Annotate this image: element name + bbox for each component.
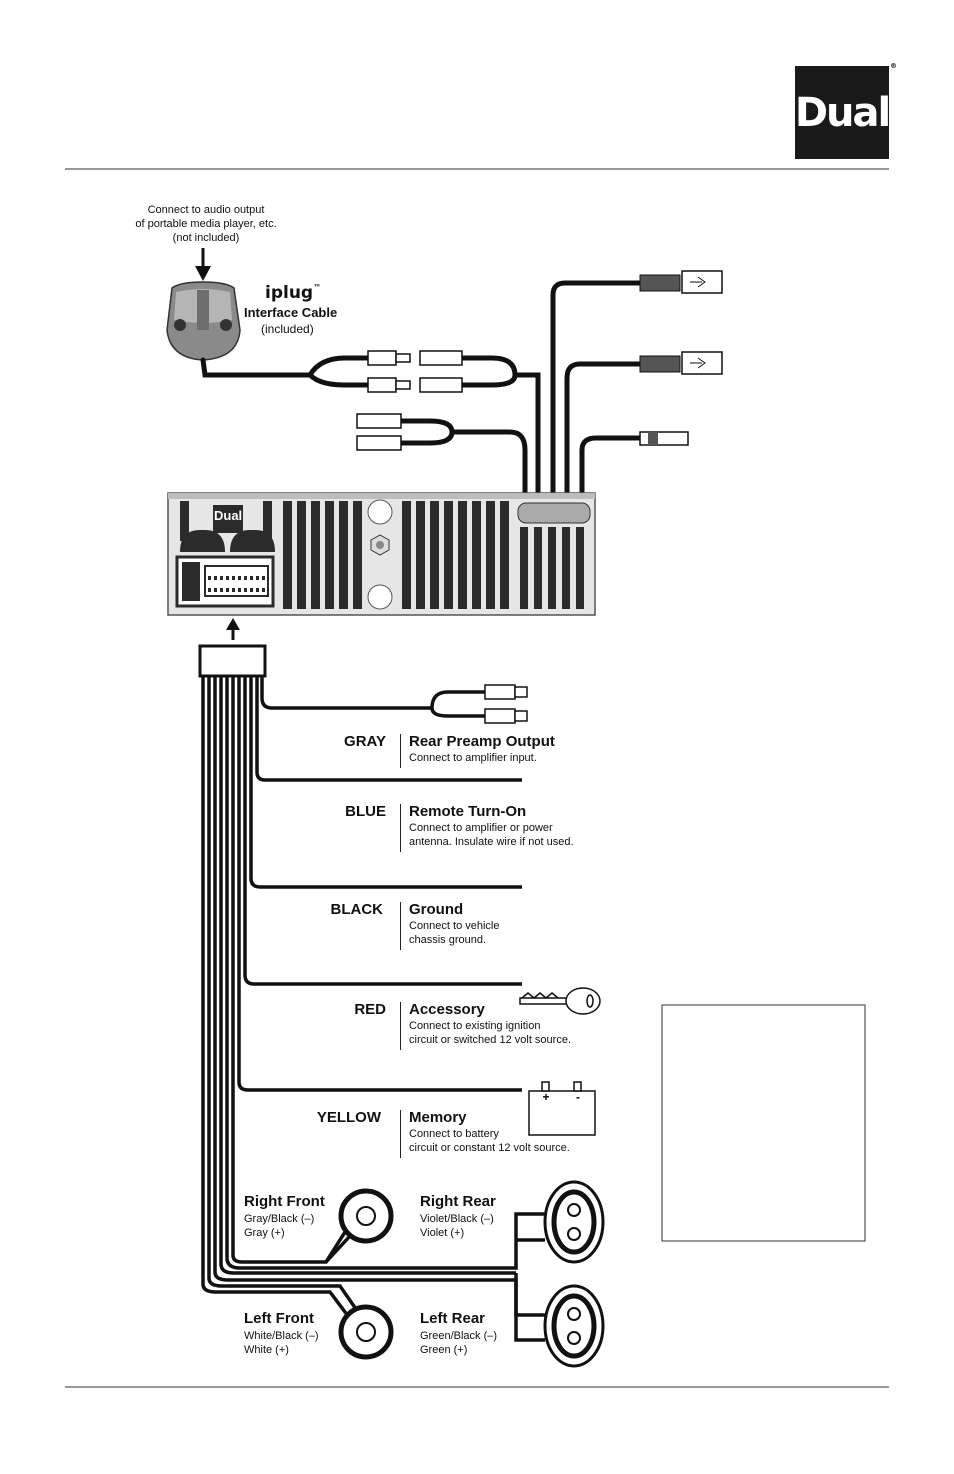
wire-title-ground: Ground [409,901,464,918]
iplug-logo: iplug™ [265,283,321,303]
ignition-key-icon [519,987,601,1015]
speaker-right-front [338,1188,394,1244]
speaker-left-front [338,1304,394,1360]
iplug-tm: ™ [313,283,322,292]
iplug-note-line2: of portable media player, etc. [135,218,277,230]
wire-color-black: BLACK [330,901,384,918]
wire-desc-memory-1: Connect to battery [409,1128,499,1140]
wire-title-rear-preamp: Rear Preamp Output [409,733,555,750]
wire-desc-ground-1: Connect to vehicle [409,920,500,932]
arrow-up-icon [226,618,240,640]
speaker-rr-pos: Violet (+) [420,1227,465,1239]
speaker-label-left-rear: Left Rear [420,1310,486,1327]
rear-preamp-jacks [484,684,528,724]
wire-title-remote: Remote Turn-On [409,803,527,820]
divider [400,1002,401,1050]
antenna-connectors [639,270,723,446]
wire-desc-ground-2: chassis ground. [409,934,487,946]
speaker-lr-pos: Green (+) [420,1344,468,1356]
wire-color-yellow: YELLOW [316,1109,381,1126]
iplug-note: Connect to audio output of portable medi… [106,203,306,245]
iplug-cable-note: (included) [261,322,314,336]
wire-color-red: RED [354,1001,386,1018]
iplug-logo-text: iplug [265,283,314,303]
wire-title-accessory: Accessory [409,1001,485,1018]
speaker-rf-neg: Gray/Black (–) [244,1213,315,1225]
divider [400,804,401,852]
upper-cables [550,280,640,510]
note-box [661,1004,866,1242]
front-preamp-cable [400,418,528,510]
speaker-rf-pos: Gray (+) [244,1227,285,1239]
dual-logo: Dual ® [794,62,897,159]
wire-desc-remote-2: antenna. Insulate wire if not used. [409,836,574,848]
speaker-label-right-rear: Right Rear [420,1193,496,1210]
iplug-note-line3: (not included) [172,232,240,244]
wire-desc-accessory-1: Connect to existing ignition [409,1020,541,1032]
registered-mark: ® [890,62,897,70]
speaker-label-left-front: Left Front [244,1310,314,1327]
wire-desc-rear-preamp: Connect to amplifier input. [409,752,537,764]
battery-minus: - [576,1090,580,1104]
wire-color-blue: BLUE [345,803,386,820]
head-unit-chassis [167,492,596,616]
arrow-down-icon [195,248,211,281]
iplug-cable [200,355,541,513]
battery-plus: + [542,1090,549,1104]
dual-logo-text: Dual [794,89,891,136]
speaker-rr-neg: Violet/Black (–) [420,1213,494,1225]
front-preamp-jacks [356,413,402,451]
unit-badge: Dual [214,508,243,523]
iplug-cable-label: Interface Cable [244,305,338,320]
harness-wires [201,676,545,1342]
divider [400,1110,401,1158]
divider [400,734,401,768]
speaker-lr-neg: Green/Black (–) [420,1330,498,1342]
speaker-lf-neg: White/Black (–) [244,1330,319,1342]
wire-color-gray: GRAY [344,733,386,750]
iplug-note-line1: Connect to audio output [147,204,265,216]
wire-desc-accessory-2: circuit or switched 12 volt source. [409,1034,572,1046]
wire-desc-remote-1: Connect to amplifier or power [409,822,553,834]
iplug-adapter [166,281,241,361]
divider [400,902,401,950]
wire-harness-plug [198,644,267,678]
wire-desc-memory-2: circuit or constant 12 volt source. [409,1142,570,1154]
speaker-lf-pos: White (+) [244,1344,289,1356]
wire-title-memory: Memory [409,1109,467,1126]
speaker-label-right-front: Right Front [244,1193,325,1210]
speaker-left-rear [543,1284,605,1368]
battery-icon [528,1081,596,1136]
speaker-right-rear [543,1180,605,1264]
rca-plugs [367,350,463,393]
